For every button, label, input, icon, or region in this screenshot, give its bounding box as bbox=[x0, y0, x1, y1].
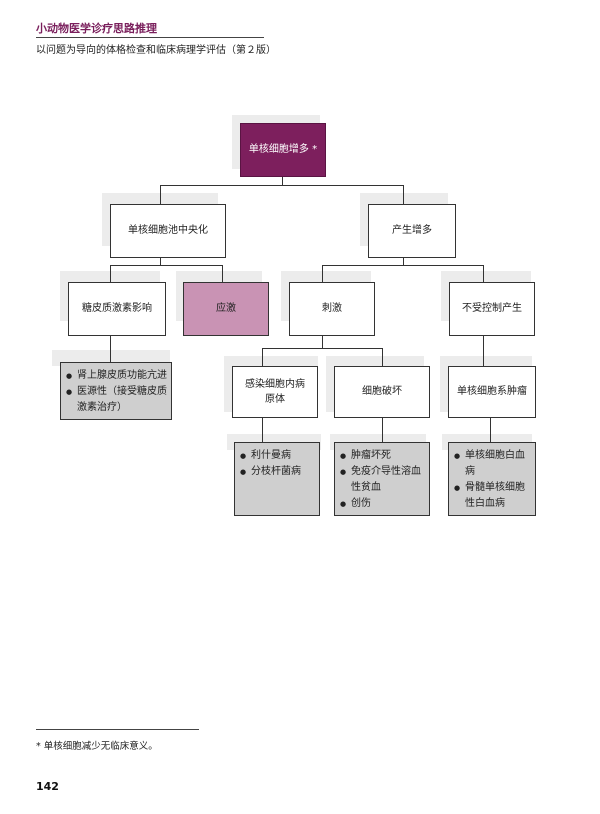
connector bbox=[282, 177, 283, 185]
node-label: 单核细胞池中央化 bbox=[128, 225, 208, 237]
connector bbox=[382, 418, 383, 442]
node-stress: 应激 bbox=[183, 282, 269, 336]
list-item: 分枝杆菌病 bbox=[239, 464, 315, 480]
node-label: 不受控制产生 bbox=[462, 303, 522, 315]
node-cell-destruction: 细胞破坏 bbox=[334, 366, 430, 418]
list-cell-destruction-causes: 肿瘤坏死 免疫介导性溶血性贫血 创伤 bbox=[334, 442, 430, 516]
node-label: 刺激 bbox=[322, 303, 342, 315]
node-label: 产生增多 bbox=[392, 225, 432, 237]
node-monocytic-neoplasia: 单核细胞系肿瘤 bbox=[448, 366, 536, 418]
node-intracellular-infection: 感染细胞内病原体 bbox=[232, 366, 318, 418]
connector bbox=[262, 418, 263, 442]
connector bbox=[110, 265, 111, 282]
node-monocytosis-label: 单核细胞增多 * bbox=[248, 144, 318, 156]
footnote: * 单核细胞减少无临床意义。 bbox=[36, 741, 158, 752]
connector bbox=[403, 185, 404, 204]
connector bbox=[110, 265, 222, 266]
footnote-divider bbox=[36, 729, 199, 730]
node-uncontrolled-production: 不受控制产生 bbox=[449, 282, 535, 336]
node-monocytosis: 单核细胞增多 * bbox=[240, 123, 326, 177]
list-corticosteroid-causes: 肾上腺皮质功能亢进 医源性（接受糖皮质激素治疗） bbox=[60, 362, 172, 420]
connector bbox=[382, 348, 383, 366]
list-item: 肿瘤坏死 bbox=[339, 448, 425, 464]
list-neoplasia-types: 单核细胞白血病 骨髓单核细胞性白血病 bbox=[448, 442, 536, 516]
node-label: 单核细胞系肿瘤 bbox=[457, 386, 527, 398]
node-label: 糖皮质激素影响 bbox=[82, 303, 152, 315]
connector bbox=[160, 258, 161, 265]
node-label: 细胞破坏 bbox=[362, 386, 402, 398]
list-item: 肾上腺皮质功能亢进 bbox=[65, 368, 167, 384]
list-item: 利什曼病 bbox=[239, 448, 315, 464]
connector bbox=[490, 418, 491, 442]
connector bbox=[483, 265, 484, 282]
connector bbox=[322, 336, 323, 348]
connector bbox=[160, 185, 161, 204]
connector bbox=[322, 265, 323, 282]
connector bbox=[403, 258, 404, 265]
connector bbox=[483, 336, 484, 366]
list-item: 骨髓单核细胞性白血病 bbox=[453, 480, 531, 512]
node-label: 感染细胞内病原体 bbox=[245, 378, 305, 406]
list-item: 医源性（接受糖皮质激素治疗） bbox=[65, 384, 167, 416]
connector bbox=[160, 185, 403, 186]
header-divider bbox=[36, 37, 264, 38]
node-label: 应激 bbox=[216, 303, 236, 315]
list-infection-causes: 利什曼病 分枝杆菌病 bbox=[234, 442, 320, 516]
connector bbox=[262, 348, 382, 349]
list-item: 创伤 bbox=[339, 496, 425, 512]
book-title: 小动物医学诊疗思路推理 bbox=[36, 22, 157, 35]
list-item: 单核细胞白血病 bbox=[453, 448, 531, 480]
connector bbox=[222, 265, 223, 282]
node-stimulation: 刺激 bbox=[289, 282, 375, 336]
node-marginal-pool-centralization: 单核细胞池中央化 bbox=[110, 204, 226, 258]
node-increased-production: 产生增多 bbox=[368, 204, 456, 258]
list-item: 免疫介导性溶血性贫血 bbox=[339, 464, 425, 496]
book-subtitle: 以问题为导向的体格检查和临床病理学评估（第２版） bbox=[36, 45, 276, 56]
connector bbox=[110, 336, 111, 362]
connector bbox=[322, 265, 483, 266]
connector bbox=[262, 348, 263, 366]
page-number: 142 bbox=[36, 780, 59, 793]
node-corticosteroid-effect: 糖皮质激素影响 bbox=[68, 282, 166, 336]
